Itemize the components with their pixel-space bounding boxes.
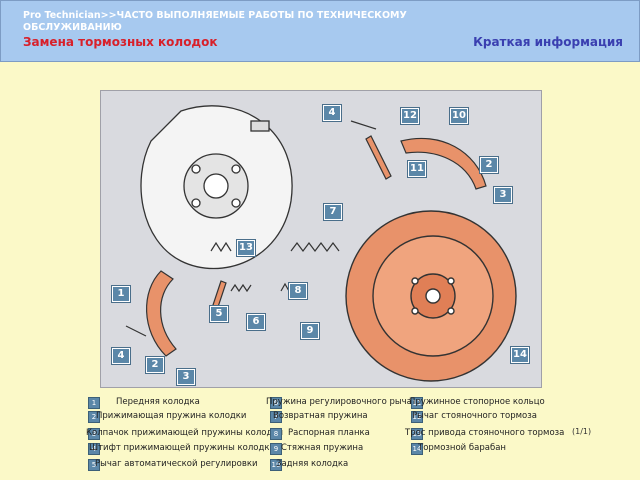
legend-label[interactable]: Возвратная пружина [273, 411, 368, 421]
callout-badge[interactable]: 2 [146, 357, 164, 373]
legend-label[interactable]: Прижимающая пружина колодки [96, 411, 247, 421]
callout-badge[interactable]: 7 [324, 204, 342, 220]
backing-plate [140, 105, 293, 270]
exploded-diagram [100, 90, 542, 388]
springs [210, 241, 340, 293]
legend-marker[interactable]: 1 [88, 397, 100, 409]
brake-assembly-drawing [125, 105, 517, 382]
legend-marker[interactable]: 14 [411, 443, 423, 455]
brief-info-link[interactable]: Краткая информация [473, 35, 623, 49]
legend-label[interactable]: Задняя колодка [276, 459, 349, 469]
callout-badge[interactable]: 12 [401, 108, 419, 124]
legend-marker[interactable]: 3 [88, 428, 100, 440]
legend-marker[interactable]: 6 [270, 397, 282, 409]
callout-badge[interactable]: 8 [289, 283, 307, 299]
legend-marker[interactable]: 12 [411, 411, 423, 423]
legend-label[interactable]: Рычаг стояночного тормоза [412, 411, 537, 421]
levers [125, 120, 392, 337]
legend-label[interactable]: Передняя колодка [116, 397, 200, 407]
legend-marker[interactable]: 8 [270, 428, 282, 440]
legend-marker[interactable]: 9 [270, 443, 282, 455]
legend-label[interactable]: Тормозной барабан [418, 443, 506, 453]
page-title: Замена тормозных колодок [23, 35, 218, 49]
legend-label[interactable]: Пружина регулировочного рычага [266, 397, 422, 407]
callout-badge[interactable]: 3 [177, 369, 195, 385]
callout-badge[interactable]: 13 [237, 240, 255, 256]
callout-badge[interactable]: 10 [450, 108, 468, 124]
legend-marker[interactable]: 11 [411, 397, 423, 409]
callout-badge[interactable]: 3 [494, 187, 512, 203]
front-shoe [145, 270, 177, 357]
callout-badge[interactable]: 5 [210, 306, 228, 322]
callout-badge[interactable]: 14 [511, 347, 529, 363]
legend-marker[interactable]: 7 [270, 411, 282, 423]
legend-marker[interactable]: 2 [88, 411, 100, 423]
callout-badge[interactable]: 11 [408, 161, 426, 177]
legend-label[interactable]: Штифт прижимающей пружины колодки [89, 443, 276, 453]
callout-badge[interactable]: 4 [323, 105, 341, 121]
legend-label[interactable]: Рычаг автоматической регулировки [95, 459, 258, 469]
callout-badge[interactable]: 9 [301, 323, 319, 339]
callout-badge[interactable]: 6 [247, 314, 265, 330]
legend-label[interactable]: Стяжная пружина [281, 443, 364, 453]
legend-marker[interactable]: 5 [88, 459, 100, 471]
page-indicator: (1/1) [572, 427, 592, 436]
legend-marker[interactable]: 4 [88, 443, 100, 455]
legend-label[interactable]: Колпачок прижимающей пружины колодки [86, 428, 284, 438]
legend-label[interactable]: Трос привода стояночного тормоза [405, 428, 565, 438]
rear-shoe [400, 137, 487, 190]
callout-badge[interactable]: 1 [112, 286, 130, 302]
legend-marker[interactable]: 13 [411, 428, 423, 440]
header-bar: Pro Technician>>ЧАСТО ВЫПОЛНЯЕМЫЕ РАБОТЫ… [0, 0, 640, 62]
legend-marker[interactable]: 10 [270, 459, 282, 471]
callout-badge[interactable]: 2 [480, 157, 498, 173]
brake-drum [345, 210, 517, 382]
callout-badge[interactable]: 4 [112, 348, 130, 364]
legend-label[interactable]: Пружинное стопорное кольцо [409, 397, 545, 407]
breadcrumb[interactable]: Pro Technician>>ЧАСТО ВЫПОЛНЯЕМЫЕ РАБОТЫ… [23, 10, 407, 33]
legend-label[interactable]: Распорная планка [288, 428, 370, 438]
